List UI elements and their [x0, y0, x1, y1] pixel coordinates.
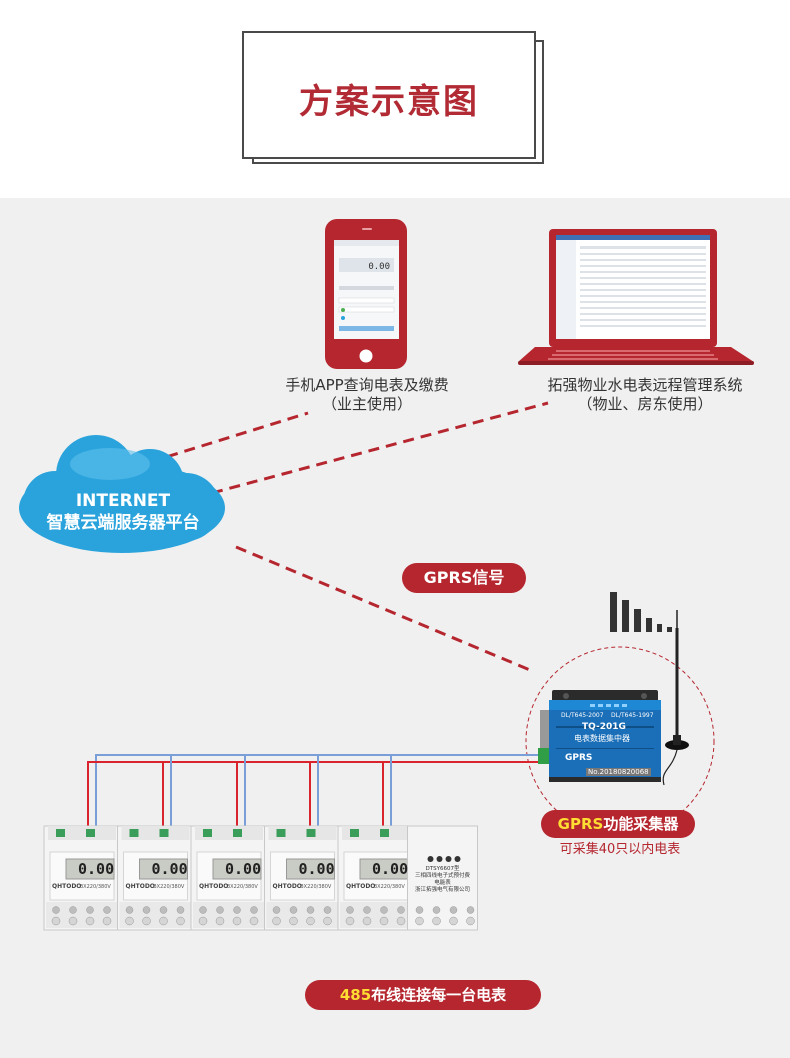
cloud-label-line2: 智慧云端服务器平台: [46, 513, 200, 533]
laptop-icon: [518, 229, 754, 365]
app-caption: 手机APP查询电表及缴费 （业主使用）: [262, 376, 472, 414]
meters-group: [43, 825, 478, 931]
meter-brand: QHTODO: [199, 883, 229, 890]
meter-spec: 3X220/380V: [300, 884, 332, 890]
electric-meter: [264, 825, 341, 931]
title-frame-front: [242, 31, 536, 159]
wiring-label: 485布线连接每一台电表: [305, 980, 541, 1010]
meter-info-line: 浙江拓强电气有限公司: [414, 887, 470, 893]
meter-display-digits: 0.00: [78, 860, 115, 878]
cloud-icon: [19, 435, 225, 553]
signal-bars-icon: [610, 592, 672, 632]
collector-model: TQ-201G: [582, 722, 626, 732]
wire-red: [87, 761, 543, 833]
meter-brand: QHTODO: [346, 883, 376, 890]
collector-label-rest: 功能采集器: [603, 815, 679, 833]
meter-display-digits: 0.00: [298, 860, 335, 878]
electric-meter: [190, 825, 268, 931]
wiring-label-rest: 布线连接每一台电表: [371, 986, 507, 1004]
app-caption-line2: （业主使用）: [321, 395, 412, 413]
meter-spec: 3X220/380V: [374, 884, 405, 890]
wire-blue: [95, 754, 543, 833]
meter-brand: QHTODO: [52, 883, 82, 890]
gprs-signal-label: GPRS信号: [402, 563, 526, 593]
electric-meter: [117, 825, 194, 931]
collector-gprs-text: GPRS: [565, 753, 593, 763]
cloud-label-line1: INTERNET: [75, 491, 171, 511]
electric-meter: [337, 825, 415, 931]
page-title: 方案示意图: [299, 82, 479, 122]
meter-info-line: 电能表: [434, 880, 451, 886]
collector-serial: No.20180820068: [586, 768, 651, 776]
antenna-icon: [662, 610, 689, 786]
collector-capacity: 可采集40只以内电表: [559, 842, 681, 857]
meter-display-digits: 0.00: [151, 860, 188, 878]
meter-brand: QHTODO: [272, 883, 302, 890]
meter-info-text: DTSY6607型三相四线电子式预付费电能表浙江拓强电气有限公司: [413, 866, 473, 894]
meter-info-line: 三相四线电子式预付费: [414, 873, 470, 879]
meter-display-digits: 0.00: [225, 860, 262, 878]
cloud-label: INTERNET 智慧云端服务器平台: [18, 490, 228, 534]
pc-caption-line1: 拓强物业水电表远程管理系统: [547, 376, 743, 394]
meter-spec: 3X220/380V: [80, 884, 111, 890]
collector-device-name: 电表数据集中器: [574, 734, 630, 743]
pc-caption-line2: （物业、房东使用）: [577, 395, 713, 413]
electric-meter: [43, 825, 121, 931]
meter-info-panel: [407, 825, 478, 931]
link-cloud-phone: [149, 411, 309, 464]
dashed-links: [149, 401, 549, 672]
meter-info-line: DTSY6607型: [425, 866, 460, 872]
collector-label: GPRS功能采集器: [541, 810, 695, 838]
collector-standard-2: DL/T645-1997: [611, 712, 654, 719]
app-caption-line1: 手机APP查询电表及缴费: [285, 376, 449, 394]
pc-caption: 拓强物业水电表远程管理系统 （物业、房东使用）: [525, 376, 765, 414]
link-cloud-laptop: [211, 401, 549, 495]
header: 方案示意图: [0, 0, 790, 198]
meter-spec: 3X220/380V: [227, 884, 258, 890]
smartphone-icon: [325, 219, 407, 369]
phone-display-value: 0.00: [368, 262, 390, 272]
wiring-label-highlight: 485: [339, 986, 372, 1004]
gprs-collector-device: [538, 690, 661, 782]
collector-label-highlight: GPRS: [557, 815, 604, 833]
rs485-wires: [87, 754, 543, 833]
meter-spec: 3X220/380V: [153, 884, 185, 890]
meter-display-digits: 0.00: [372, 860, 409, 878]
meter-brand: QHTODO: [125, 883, 155, 890]
collector-standard-1: DL/T645-2007: [561, 712, 604, 719]
